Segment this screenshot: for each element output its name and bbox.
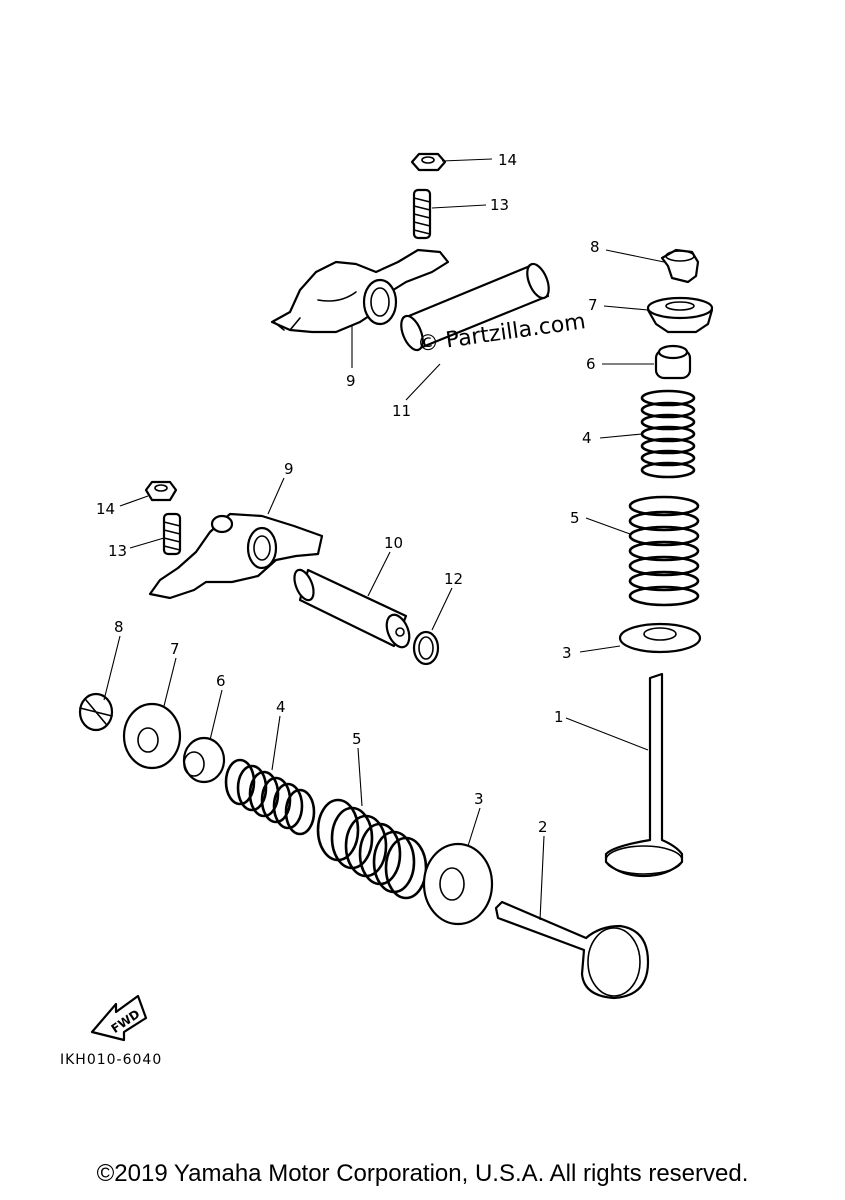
copyright-notice: ©2019 Yamaha Motor Corporation, U.S.A. A… [96,1160,749,1187]
callout-9-lower: 9 [284,460,294,478]
inner-spring-right [640,389,696,479]
upper-rocker-assembly [270,152,550,352]
outer-spring-left [316,798,428,900]
nut-lower [144,480,178,502]
callout-6-right: 6 [586,355,596,373]
valve-stem-seal-left [182,736,226,784]
callout-5-left: 5 [352,730,362,748]
callout-2: 2 [538,818,548,836]
callout-13-upper: 13 [490,196,509,214]
callout-4-left: 4 [276,698,286,716]
valve-stem-seal-right [654,344,692,380]
valve-1 [604,672,684,878]
adjusting-screw-upper [412,188,432,240]
diagram-code: IKH010-6040 [60,1052,162,1068]
callout-3-left: 3 [474,790,484,808]
vertical-valve-stack [604,248,714,878]
callout-9-upper: 9 [346,372,356,390]
spring-retainer-right [646,296,714,334]
o-ring [412,630,440,666]
callout-3-right: 3 [562,644,572,662]
callout-7-left: 7 [170,640,180,658]
nut-upper [410,152,447,172]
inner-spring-left [224,758,316,836]
callout-1: 1 [554,708,564,726]
callout-14-upper: 14 [498,151,517,169]
rocker-arm-upper [270,248,450,334]
spring-retainer-left [122,702,182,770]
callout-8-left: 8 [114,618,124,636]
valve-2 [494,900,650,1000]
callout-10: 10 [384,534,403,552]
fwd-arrow: FWD [90,994,148,1042]
callout-5-right: 5 [570,509,580,527]
outer-spring-right [628,495,700,607]
spring-seat-right [618,622,702,654]
rocker-shaft-10 [293,568,411,649]
callout-12: 12 [444,570,463,588]
valve-cotter-left [78,692,114,732]
callout-11: 11 [392,402,411,420]
callout-labels: 14 13 9 11 8 7 6 4 5 3 1 9 14 13 10 12 8… [96,151,600,836]
callout-8-right: 8 [590,238,600,256]
leader-lines [103,158,665,921]
diagonal-valve-stack [78,692,650,1000]
adjusting-screw-lower [162,512,182,556]
callout-14-lower: 14 [96,500,115,518]
lower-rocker-assembly [144,480,440,666]
callout-6-left: 6 [216,672,226,690]
callout-4-right: 4 [582,429,592,447]
valve-cotter-right [660,248,700,284]
callout-7-right: 7 [588,296,598,314]
rocker-shaft-11 [400,262,550,352]
rocker-arm-lower [148,512,324,600]
spring-seat-left [422,842,494,926]
callout-13-lower: 13 [108,542,127,560]
